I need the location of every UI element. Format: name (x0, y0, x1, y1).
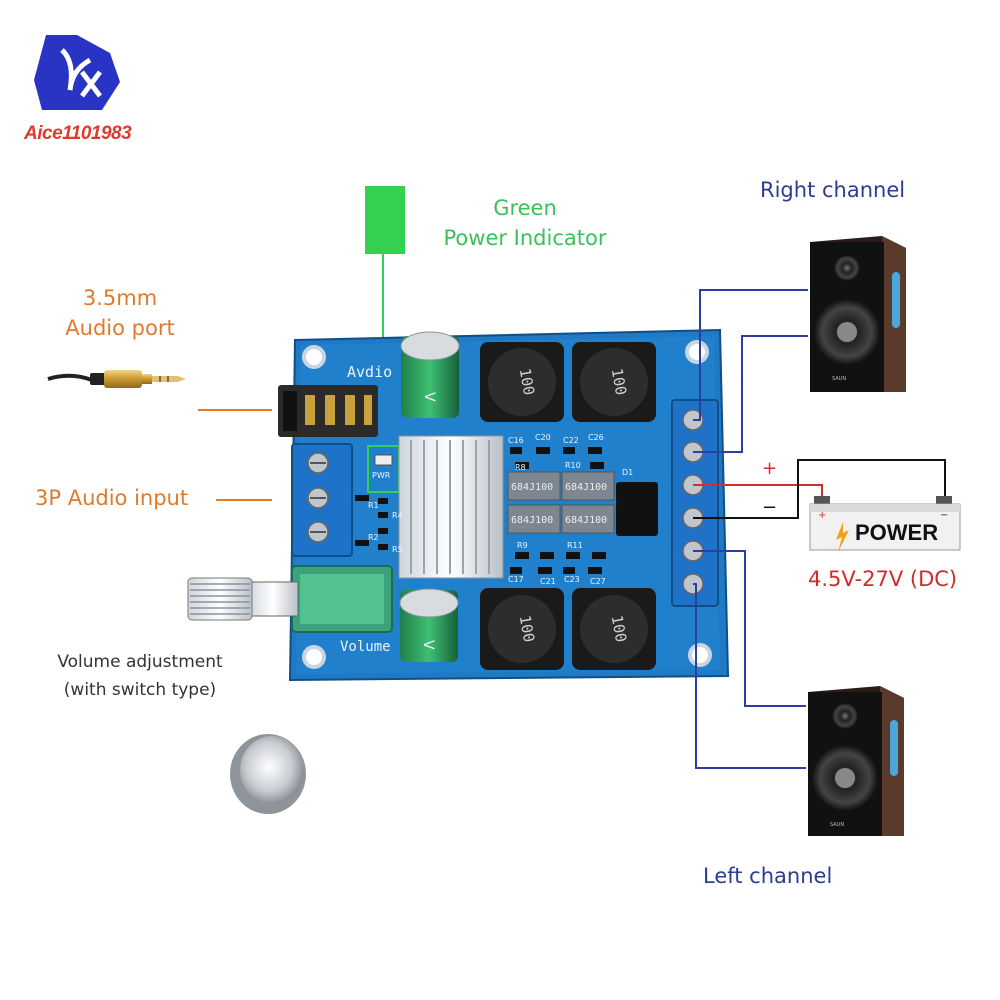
part-c22: C22 (563, 436, 579, 445)
part-c21: C21 (540, 577, 556, 586)
green-indicator-swatch (365, 186, 405, 254)
inductor-label-1: 100 (516, 367, 538, 397)
inductor-label-4: 100 (608, 614, 630, 644)
left-speaker-icon (808, 686, 904, 836)
battery-icon (809, 496, 961, 551)
film-cap-label-1: 684J100 (511, 482, 553, 493)
power-positive-wire (693, 484, 823, 498)
positive-sign: + (762, 458, 777, 479)
left-speaker-brand: SAUN (830, 822, 844, 828)
part-r4: R4 (392, 511, 403, 520)
part-c16: C16 (508, 436, 524, 445)
part-r10: R10 (565, 461, 581, 470)
voltage-label: 4.5V-27V (DC) (808, 567, 958, 591)
part-c27: C27 (590, 577, 606, 586)
part-d1: D1 (622, 468, 633, 477)
part-r11: R11 (567, 541, 583, 550)
right-speaker-icon (810, 236, 906, 392)
silk-volume: Volume (340, 639, 391, 655)
audio-port-label: 3.5mm Audio port (50, 283, 190, 343)
part-c23: C23 (564, 575, 580, 584)
left-speaker-wires (693, 550, 806, 769)
volume-knob-icon (230, 734, 306, 814)
amplifier-board (187, 328, 730, 682)
right-channel-label: Right channel (760, 178, 906, 202)
audio-port-line1: 3.5mm (82, 286, 158, 310)
part-r5: R5 (392, 545, 403, 554)
right-speaker-wires (693, 289, 808, 453)
volume-line2: (with switch type) (63, 680, 217, 700)
part-pwr: PWR (372, 471, 391, 480)
part-c26: C26 (588, 433, 604, 442)
audio-input-label: 3P Audio input (35, 486, 189, 510)
negative-sign: − (762, 497, 777, 518)
lightning-icon (836, 522, 849, 552)
green-indicator-label: Green Power Indicator (430, 193, 620, 253)
part-c20: C20 (535, 433, 551, 442)
film-cap-label-2: 684J100 (565, 482, 607, 493)
film-cap-label-3: 684J100 (511, 515, 553, 526)
battery-label: POWER (855, 520, 938, 545)
silk-audio: Avdio (347, 363, 392, 381)
right-speaker-brand: SAUN (832, 376, 846, 382)
volume-adjustment-label: Volume adjustment (with switch type) (30, 648, 250, 704)
cap-label-bottom: V (420, 640, 436, 650)
part-r1: R1 (368, 501, 379, 510)
battery-plus: + (818, 510, 826, 521)
part-r8: R8 (515, 463, 526, 472)
left-channel-label: Left channel (703, 864, 833, 888)
green-label-line2: Power Indicator (443, 226, 607, 250)
logo-badge-icon (34, 35, 120, 110)
battery-minus: − (940, 510, 948, 521)
audio-cable-icon (47, 370, 186, 388)
cap-label-top: V (421, 392, 437, 402)
inductor-label-2: 100 (608, 367, 630, 397)
power-negative-wire (693, 459, 946, 519)
part-r9: R9 (517, 541, 528, 550)
film-cap-label-4: 684J100 (565, 515, 607, 526)
inductor-label-3: 100 (516, 614, 538, 644)
volume-line1: Volume adjustment (57, 652, 223, 672)
audio-port-line2: Audio port (65, 316, 175, 340)
part-c17: C17 (508, 575, 524, 584)
part-r2: R2 (368, 533, 379, 542)
green-label-line1: Green (493, 196, 557, 220)
brand-name: Aice1101983 (24, 123, 132, 144)
